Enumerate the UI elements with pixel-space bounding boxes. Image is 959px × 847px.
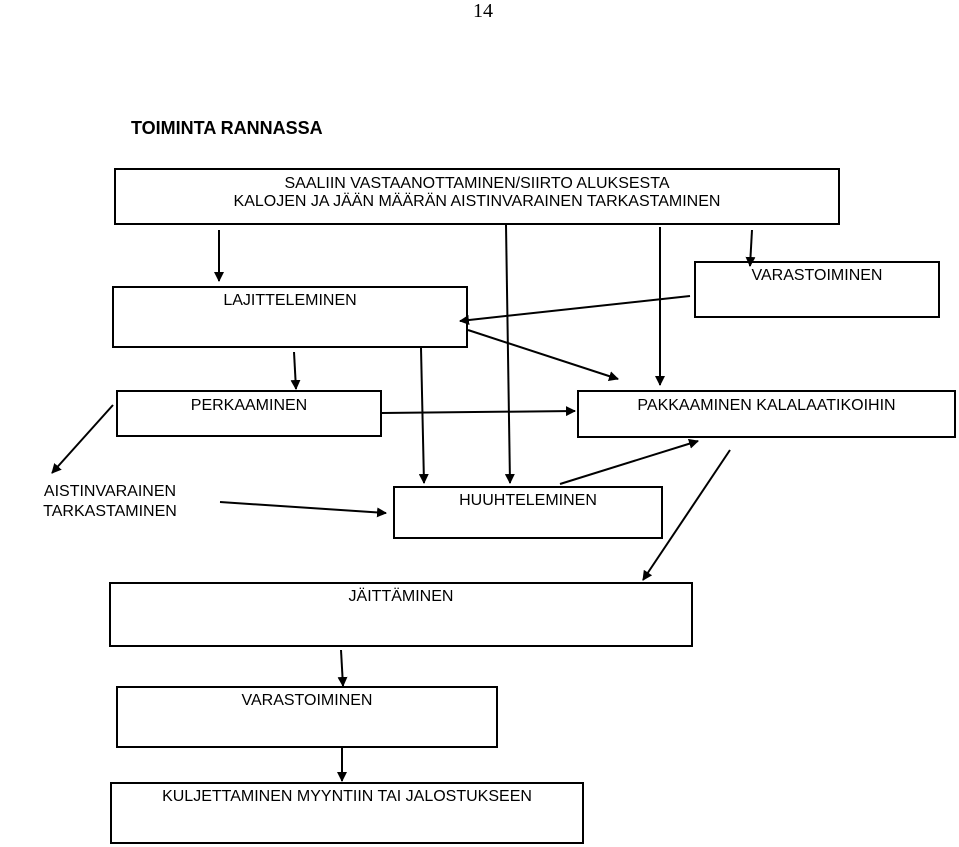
arrow-storage-to-sorting — [459, 295, 691, 325]
arrow-reception-to-rinsing — [504, 224, 515, 484]
arrow-packing-to-icing — [642, 449, 731, 581]
arrow-sorting-to-gutting — [290, 351, 301, 390]
arrow-rinsing-to-packing — [559, 438, 699, 485]
reception-label-line1: SAALIIN VASTAANOTTAMINEN/SIIRTO ALUKSEST… — [284, 175, 670, 192]
gutting-box: PERKAAMINEN — [116, 390, 382, 437]
storage-top-label: VARASTOIMINEN — [751, 267, 883, 284]
inspection-label: AISTINVARAINEN TARKASTAMINEN — [0, 482, 220, 522]
arrow-reception-to-storage-top — [745, 229, 756, 267]
transport-box: KULJETTAMINEN MYYNTIIN TAI JALOSTUKSEEN — [110, 782, 584, 844]
icing-box: JÄITTÄMINEN — [109, 582, 693, 647]
arrow-gutting-to-packing — [381, 406, 576, 417]
diagram-title: TOIMINTA RANNASSA — [131, 118, 323, 138]
page-number: 14 — [473, 0, 493, 22]
storage-top-box: VARASTOIMINEN — [694, 261, 940, 318]
reception-label-line2: KALOJEN JA JÄÄN MÄÄRÄN AISTINVARAINEN TA… — [233, 193, 721, 210]
sorting-box: LAJITTELEMINEN — [112, 286, 468, 348]
arrow-sorting-to-packing — [467, 329, 619, 381]
transport-label: KULJETTAMINEN MYYNTIIN TAI JALOSTUKSEEN — [162, 788, 532, 805]
rinsing-box: HUUHTELEMINEN — [393, 486, 663, 539]
arrow-icing-to-storage — [337, 649, 348, 687]
arrow-sorting-to-rinsing — [418, 347, 429, 484]
inspection-label-line2: TARKASTAMINEN — [43, 503, 177, 520]
inspection-label-line1: AISTINVARAINEN — [43, 483, 177, 500]
storage-bottom-box: VARASTOIMINEN — [116, 686, 498, 748]
reception-box: SAALIIN VASTAANOTTAMINEN/SIIRTO ALUKSEST… — [114, 168, 840, 225]
storage-bottom-label: VARASTOIMINEN — [241, 692, 373, 709]
sorting-label: LAJITTELEMINEN — [223, 292, 357, 309]
packing-box: PAKKAAMINEN KALALAATIKOIHIN — [577, 390, 956, 438]
gutting-label: PERKAAMINEN — [190, 397, 308, 414]
arrow-inspection-to-rinsing — [219, 501, 387, 518]
arrow-gutting-to-inspection — [51, 404, 114, 474]
icing-label: JÄITTÄMINEN — [348, 588, 454, 605]
packing-label: PAKKAAMINEN KALALAATIKOIHIN — [637, 397, 896, 414]
rinsing-label: HUUHTELEMINEN — [459, 492, 597, 509]
